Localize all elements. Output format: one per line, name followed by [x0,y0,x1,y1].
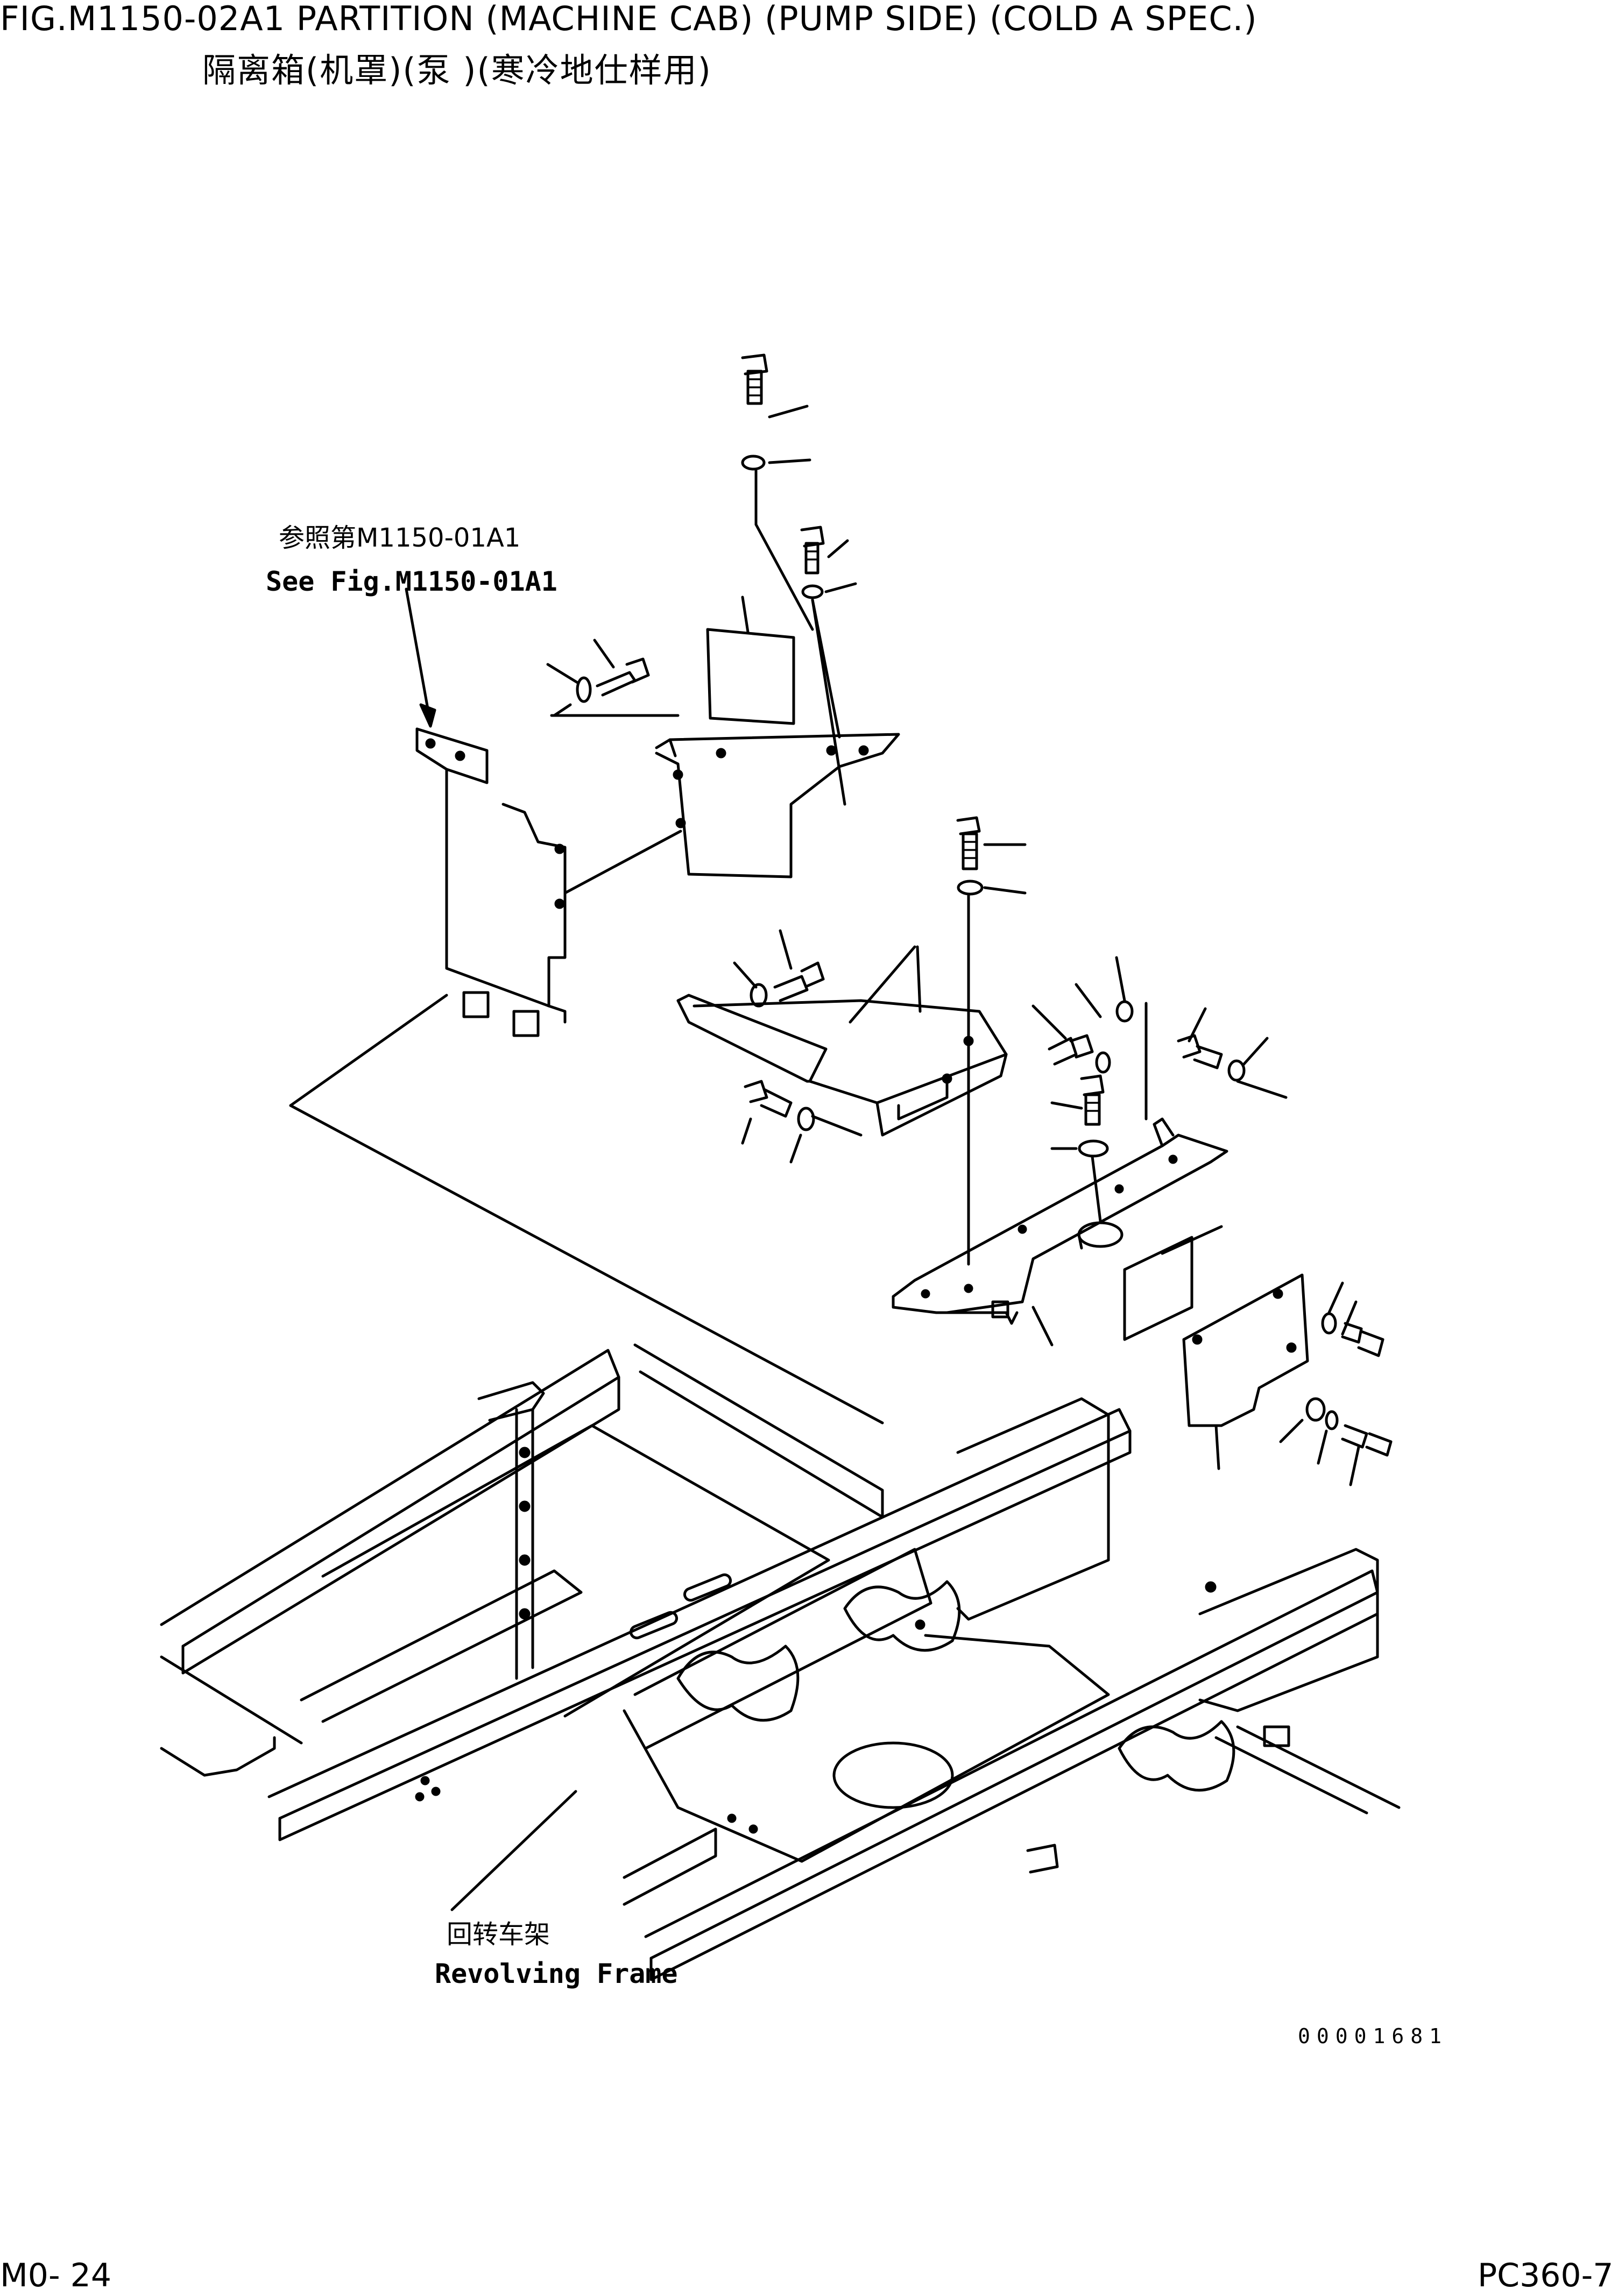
lower-right-cover-plate [892,1117,1228,1347]
frame-label: Revolving Frame [435,1958,678,1989]
center-cover-plate [676,945,1008,1137]
bolt-and-washer-set-7 [1031,956,1148,1121]
bolt-and-washer-set-8 [1177,1007,1288,1099]
bolt-and-washer-set-11 [1279,1397,1393,1486]
reference-note-chinese: 参照第M1150-01A1 [279,523,521,553]
bolt-and-washer-set-6 [956,816,1027,1266]
upper-cover-plate [655,733,900,878]
bolt-and-washer-set-2 [800,526,857,806]
frame-label-chinese: 回转车架 [447,1919,550,1950]
drawing-number: 00001681 [1298,2024,1449,2048]
bolt-and-washer-set-3 [546,639,680,717]
figure-title: FIG.M1150-02A1 PARTITION (MACHINE CAB) (… [0,0,1257,38]
reference-note: See Fig.M1150-01A1 [266,566,557,597]
revolving-frame [160,1343,1401,1981]
left-partition-plate [415,727,567,1037]
insulation-pad-right [1123,1225,1223,1341]
bolt-and-washer-set-5 [741,1080,863,1164]
model-number: PC360-7 [1478,2257,1614,2294]
figure-title-chinese: 隔离箱(机罩)(泵 )(寒冷地仕样用) [202,51,712,90]
bolt-and-washer-set-9 [1050,1074,1109,1223]
bolt-and-washer-set-10 [1321,1281,1384,1357]
page-number: M0- 24 [0,2257,112,2294]
bolt-and-washer-set-1 [741,353,814,631]
bolt-and-washer-set-4 [733,929,825,1008]
right-partition-plate [1182,1273,1309,1470]
insulation-pad-upper [706,596,795,725]
reference-arrow [405,587,436,728]
